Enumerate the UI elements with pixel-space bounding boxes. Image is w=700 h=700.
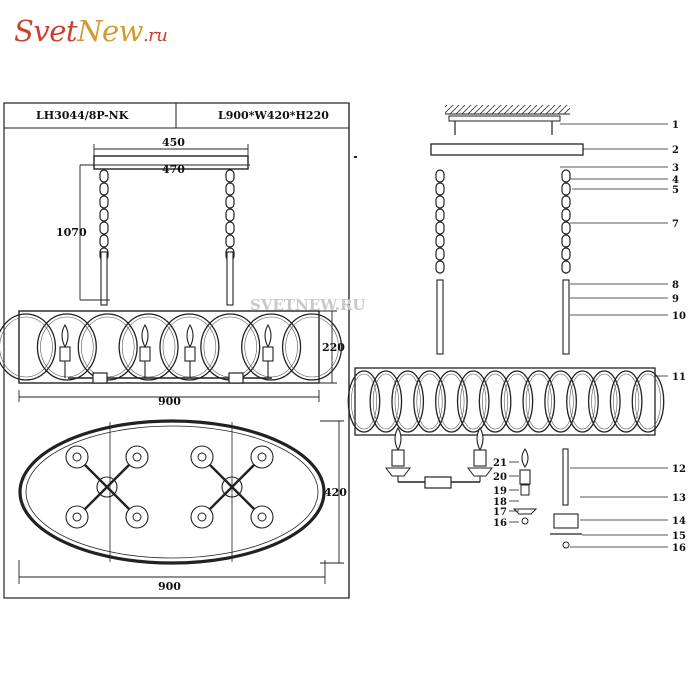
dim-top-length: 900: [158, 580, 181, 593]
part-label: 5: [672, 185, 679, 196]
watermark: SVETNEW.RU: [250, 296, 366, 314]
model-number: LH3044/8P-NK: [36, 109, 129, 122]
part-label: 12: [672, 464, 686, 475]
side-view: [0, 155, 343, 384]
logo-text-ru: .ru: [142, 25, 168, 46]
exploded-view: [347, 105, 665, 549]
dim-canopy-width: 450: [162, 136, 185, 149]
logo-text-svet: Svet: [14, 14, 78, 48]
dim-chain-length: 1070: [56, 226, 87, 239]
part-label: 3: [672, 163, 679, 174]
canopy: [93, 155, 249, 170]
top-dimensions: [18, 420, 344, 584]
callout-label: 18: [493, 497, 507, 508]
part-label: 8: [672, 280, 679, 291]
part-label: 15: [672, 531, 686, 542]
top-view: [18, 419, 326, 565]
dim-top-width: 420: [324, 486, 347, 499]
side-rings: [0, 313, 343, 381]
chain-right: [225, 169, 235, 306]
part-label: 1: [672, 120, 679, 131]
chain-left: [99, 169, 109, 306]
logo-text-new: New: [77, 14, 143, 48]
callout-label: 19: [493, 486, 507, 497]
part-label: 2: [672, 145, 679, 156]
part-label: 11: [672, 372, 686, 383]
dim-side-length: 900: [158, 395, 181, 408]
overall-size: L900*W420*H220: [218, 109, 329, 122]
dim-body-height: 220: [322, 341, 345, 354]
svetnew-logo[interactable]: SvetNew.ru: [14, 14, 194, 58]
callout-label: 17: [493, 507, 507, 518]
callout-label: 16: [493, 518, 507, 529]
part-label: 9: [672, 294, 679, 305]
part-label: 4: [672, 175, 679, 186]
dim-canopy-mount: 470: [162, 163, 185, 176]
part-label: 16: [672, 543, 686, 554]
callout-label: 21: [493, 458, 507, 469]
callout-label: 20: [493, 472, 507, 483]
part-label: 14: [672, 516, 686, 527]
part-label: 10: [672, 311, 686, 322]
part-label: 7: [672, 219, 679, 230]
side-dimensions: [18, 144, 337, 402]
side-candles: [59, 323, 274, 378]
part-label: 13: [672, 493, 686, 504]
